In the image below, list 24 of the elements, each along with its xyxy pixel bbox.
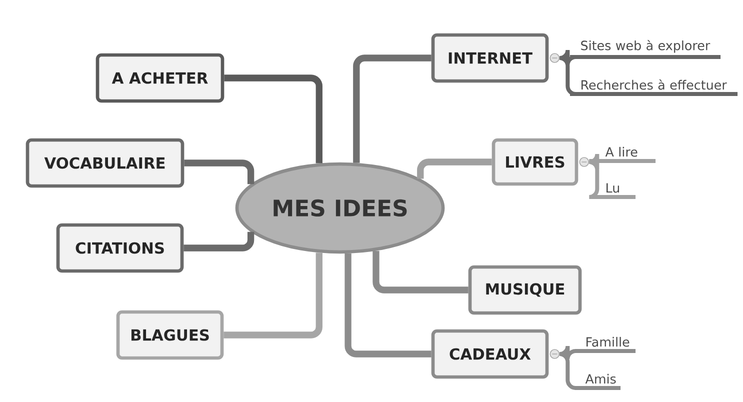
topic-box: INTERNET [431, 33, 549, 83]
topic-box: CADEAUX [431, 329, 549, 379]
subtopic-label: Famille [575, 336, 636, 353]
topic-box: MUSIQUE [468, 265, 582, 315]
branch-line [559, 344, 578, 361]
branch-line [559, 56, 578, 96]
topic-box: LIVRES [492, 138, 578, 186]
branch-line [224, 74, 322, 164]
branch-line [559, 352, 578, 390]
topic-box: VOCABULAIRE [26, 138, 184, 188]
topic-box: A ACHETER [96, 53, 224, 103]
topic-box: BLAGUES [116, 310, 224, 360]
subtopic-label: Lu [595, 183, 636, 199]
branch-line [224, 252, 322, 338]
branch-line [587, 160, 600, 199]
subtopic-label: Recherches à effectuer [570, 79, 738, 96]
branch-line [372, 250, 468, 294]
branch-line [559, 48, 578, 67]
subtopic-label: Amis [575, 374, 621, 390]
branch-line [344, 254, 432, 358]
branch-line [353, 54, 432, 163]
subtopic-label: Sites web à explorer [570, 40, 721, 59]
subtopic-label: A lire [595, 146, 656, 163]
topic-box: CITATIONS [56, 223, 184, 273]
